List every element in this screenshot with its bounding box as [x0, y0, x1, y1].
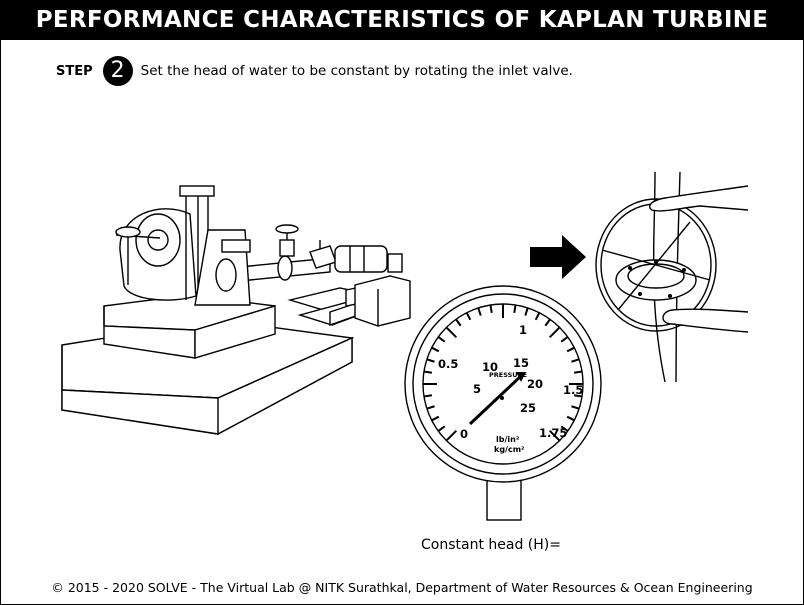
inner-scale-label: 20 — [527, 377, 543, 391]
gauge-tick — [571, 358, 580, 363]
gauge-tick — [573, 370, 583, 374]
gauge-tick — [455, 318, 462, 327]
arrow-right-icon — [530, 235, 586, 279]
page-title: PERFORMANCE CHARACTERISTICS OF KAPLAN TU… — [0, 0, 804, 40]
inner-scale-label: 0 — [460, 427, 468, 441]
pressure-gauge: 0.5 1 1.5 1.75 0 5 10 15 20 25 PRESSURE … — [404, 285, 602, 521]
gauge-tick — [534, 312, 541, 321]
inner-scale-label: 10 — [482, 360, 498, 374]
turbine-rig-illustration — [61, 185, 411, 436]
gauge-tick — [426, 405, 435, 410]
gauge-tick — [437, 425, 446, 432]
gauge-tick — [423, 394, 433, 398]
gauge-tick — [560, 336, 569, 343]
gauge-tick — [445, 429, 458, 442]
step-instruction: STEP 2 Set the head of water to be const… — [56, 56, 573, 86]
constant-head-label: Constant head (H)= — [421, 537, 561, 553]
gauge-unit: lb/in² — [496, 435, 520, 444]
gauge-tick — [431, 415, 440, 422]
outer-scale-label: 0.5 — [438, 357, 458, 371]
gauge-tick — [548, 326, 561, 339]
gauge-tick — [489, 304, 493, 314]
gauge-caption: PRESSURE — [489, 371, 527, 379]
outer-scale-label: 1.5 — [563, 383, 583, 397]
gauge-tick — [573, 394, 583, 398]
footer-copyright: © 2015 - 2020 SOLVE - The Virtual Lab @ … — [51, 580, 753, 595]
inner-scale-label: 5 — [473, 382, 481, 396]
gauge-tick — [445, 326, 458, 339]
gauge-tick — [571, 405, 580, 410]
gauge-tick — [560, 425, 569, 432]
gauge-unit: kg/cm² — [494, 445, 525, 454]
step-number-badge: 2 — [102, 56, 133, 86]
gauge-tick — [423, 370, 433, 374]
gauge-tick — [524, 307, 529, 316]
inner-scale-label: 15 — [513, 356, 529, 370]
gauge-tick — [566, 415, 575, 422]
step-text: Set the head of water to be constant by … — [140, 63, 573, 79]
outer-scale-label: 1 — [519, 323, 527, 337]
gauge-tick — [431, 346, 440, 353]
gauge-tick — [477, 307, 482, 316]
gauge-tick — [426, 358, 435, 363]
gauge-tick — [465, 312, 472, 321]
inner-scale-label: 25 — [520, 401, 536, 415]
gauge-tick — [566, 346, 575, 353]
inlet-valve-hand-wheel — [595, 171, 749, 383]
gauge-tick — [544, 318, 551, 327]
outer-scale-label: 1.75 — [539, 426, 567, 440]
gauge-tick — [513, 304, 517, 314]
gauge-tick — [548, 429, 561, 442]
step-label: STEP — [56, 63, 93, 79]
gauge-tick — [437, 336, 446, 343]
